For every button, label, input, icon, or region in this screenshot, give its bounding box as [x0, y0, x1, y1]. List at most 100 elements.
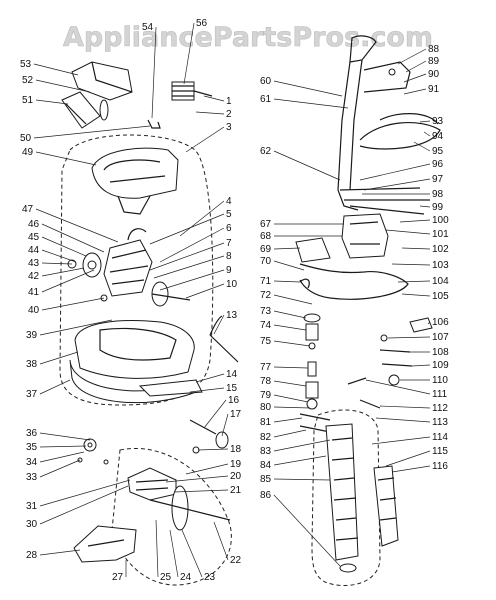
part-number-label-33: 33	[26, 472, 38, 483]
part-number-label-109: 109	[432, 360, 449, 371]
leader-line-94	[423, 131, 431, 137]
part-number-label-15: 15	[226, 383, 238, 394]
leader-line-86	[273, 494, 341, 567]
part-number-label-19: 19	[230, 459, 242, 470]
outer-bag-part	[373, 465, 399, 547]
part-number-label-72: 72	[260, 290, 272, 301]
leader-line-46	[41, 223, 105, 253]
leader-line-7	[149, 242, 225, 271]
leader-line-21	[173, 489, 229, 493]
leader-line-71	[273, 280, 301, 283]
leader-line-81	[273, 417, 303, 423]
brushroll-part	[127, 467, 231, 531]
part-number-label-41: 41	[28, 287, 40, 298]
leader-line-40	[41, 297, 105, 311]
leader-line-70	[273, 260, 305, 271]
leader-line-79	[273, 394, 309, 403]
part-number-label-61: 61	[260, 94, 272, 105]
part-number-label-16: 16	[228, 395, 240, 406]
part-number-label-30: 30	[26, 519, 38, 530]
leader-line-75	[273, 340, 311, 347]
leader-line-18	[197, 448, 229, 451]
leader-line-116	[391, 465, 431, 473]
part-number-label-53: 53	[20, 59, 32, 70]
leader-line-61	[273, 98, 349, 109]
part-number-label-80: 80	[260, 402, 272, 413]
part-number-label-101: 101	[432, 229, 449, 240]
hose-part	[299, 263, 409, 300]
fitting-part	[303, 313, 321, 350]
leader-line-8	[153, 255, 225, 279]
leader-line-13	[213, 314, 225, 335]
leader-line-115	[385, 450, 431, 467]
part-number-label-74: 74	[260, 320, 272, 331]
leader-line-103	[391, 263, 431, 266]
leader-line-44	[41, 249, 77, 263]
part-number-label-95: 95	[432, 146, 444, 157]
leader-line-95	[413, 141, 431, 152]
leader-line-23	[181, 529, 203, 578]
part-number-label-94: 94	[432, 131, 444, 142]
leader-line-2	[195, 111, 225, 115]
part-number-label-68: 68	[260, 231, 272, 242]
height-adjust-part	[299, 361, 331, 433]
leader-line-97	[363, 178, 431, 191]
part-number-label-96: 96	[432, 159, 444, 170]
leader-line-1	[203, 95, 225, 102]
part-number-label-86: 86	[260, 490, 272, 501]
part-number-label-97: 97	[432, 174, 444, 185]
part-number-label-51: 51	[22, 95, 34, 106]
leader-line-34	[39, 451, 85, 463]
part-number-label-14: 14	[226, 369, 238, 380]
leader-line-74	[273, 324, 307, 331]
part-number-label-106: 106	[432, 317, 449, 328]
leader-line-22	[213, 521, 229, 561]
handle-tube-part	[337, 35, 377, 211]
part-number-label-3: 3	[226, 122, 232, 133]
leader-line-47	[35, 208, 119, 243]
leader-line-16	[203, 399, 227, 429]
part-number-label-73: 73	[260, 306, 272, 317]
leader-line-113	[375, 417, 431, 423]
part-number-label-93: 93	[432, 116, 444, 127]
part-number-label-21: 21	[230, 485, 242, 496]
part-number-label-88: 88	[428, 44, 440, 55]
bottom-plate-part	[73, 525, 137, 563]
part-number-label-69: 69	[260, 244, 272, 255]
part-number-label-49: 49	[22, 147, 34, 158]
leader-line-39	[39, 319, 113, 336]
leader-line-49	[35, 151, 97, 166]
part-number-label-38: 38	[26, 359, 38, 370]
leader-line-80	[273, 406, 311, 409]
part-number-label-98: 98	[432, 189, 444, 200]
part-number-label-44: 44	[28, 245, 40, 256]
part-number-label-100: 100	[432, 215, 449, 226]
leader-line-54	[151, 26, 157, 119]
leader-line-56	[183, 22, 195, 85]
part-number-label-23: 23	[204, 572, 216, 583]
leader-line-31	[39, 479, 131, 507]
part-number-label-10: 10	[226, 279, 238, 290]
part-number-label-8: 8	[226, 251, 232, 262]
leader-line-96	[359, 163, 431, 181]
part-number-label-2: 2	[226, 109, 232, 120]
part-number-label-75: 75	[260, 336, 272, 347]
leader-line-33	[39, 459, 81, 478]
part-number-label-36: 36	[26, 428, 38, 439]
leader-line-107	[387, 336, 431, 339]
leader-line-84	[273, 455, 327, 466]
leader-line-112	[379, 405, 431, 409]
part-number-label-85: 85	[260, 474, 272, 485]
leader-line-20	[165, 475, 229, 483]
hood-cover-part	[61, 61, 133, 129]
leader-line-101	[385, 229, 431, 235]
hardware-part	[347, 317, 433, 409]
part-number-label-62: 62	[260, 146, 272, 157]
leader-line-91	[403, 88, 427, 95]
part-number-label-42: 42	[28, 271, 40, 282]
wheel-part	[189, 419, 229, 454]
brush-roll-assembly-outline	[111, 448, 232, 586]
part-number-label-37: 37	[26, 389, 38, 400]
part-number-label-115: 115	[432, 446, 448, 457]
knob-part	[77, 438, 109, 465]
